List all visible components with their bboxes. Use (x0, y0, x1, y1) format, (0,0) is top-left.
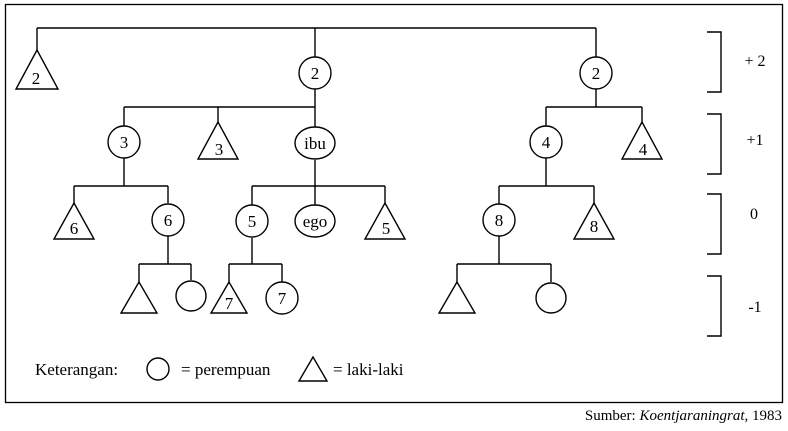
node-label: 4 (542, 133, 551, 152)
source-author: Koentjaraningrat, (639, 408, 749, 424)
generation-label-zero: 0 (750, 206, 758, 223)
legend-female-label: = perempuan (181, 360, 271, 379)
node-label: 2 (592, 64, 601, 83)
node-g0-5-female: 5 (235, 204, 269, 238)
node-g2-left-male: 2 (14, 48, 60, 90)
node-label: ibu (304, 134, 326, 153)
node-g0-8-female: 8 (482, 203, 516, 237)
legend-male-label: = laki-laki (333, 360, 404, 379)
generation-label-plus2: + 2 (744, 53, 765, 70)
generation-label-minus1: -1 (748, 299, 761, 316)
node-label: 7 (278, 289, 287, 308)
node-gm1-b-female (175, 280, 207, 312)
node-g1-4-male: 4 (620, 120, 664, 160)
node-gm1-e-male (437, 280, 477, 314)
node-label: 8 (590, 217, 599, 236)
node-gm1-a-male (119, 280, 159, 314)
node-g0-ego-female: ego (294, 204, 336, 238)
connector-lines (36, 27, 722, 337)
node-label: 5 (382, 219, 391, 238)
node-g1-4-female: 4 (529, 125, 563, 159)
node-label: 6 (164, 211, 173, 230)
node-label: 3 (120, 133, 129, 152)
male-triangle-icon (297, 355, 329, 382)
node-gm1-f-female (535, 282, 567, 314)
node-gm1-7-male: 7 (209, 280, 249, 314)
node-g0-6-male: 6 (52, 201, 96, 240)
source-prefix: Sumber: (584, 408, 636, 424)
node-g1-3-male: 3 (196, 120, 240, 160)
node-label: 7 (225, 294, 234, 313)
node-label: 4 (639, 140, 648, 159)
generation-label-plus1: +1 (746, 132, 763, 149)
source-year: 1983 (752, 408, 782, 424)
node-g2-right-female: 2 (579, 56, 613, 90)
female-circle-icon (146, 357, 170, 381)
legend-prefix: Keterangan: (35, 360, 118, 379)
legend: Keterangan: = perempuan = laki-laki (35, 355, 404, 382)
node-gm1-7-female: 7 (265, 281, 299, 315)
node-g0-8-male: 8 (572, 201, 616, 240)
node-g2-mid-female: 2 (298, 56, 332, 90)
node-g0-5-male: 5 (363, 201, 407, 240)
node-g0-6-female: 6 (151, 203, 185, 237)
diagram-frame (4, 3, 784, 404)
node-label: 8 (495, 211, 504, 230)
node-label: 2 (32, 69, 41, 88)
node-label: 6 (70, 219, 79, 238)
node-label: 3 (215, 140, 224, 159)
node-g1-3-female: 3 (107, 125, 141, 159)
node-label: 5 (248, 212, 257, 231)
node-label: ego (303, 212, 328, 231)
source-citation: Sumber: Koentjaraningrat, 1983 (585, 408, 782, 425)
node-g1-ibu-female: ibu (294, 126, 336, 160)
node-label: 2 (311, 64, 320, 83)
